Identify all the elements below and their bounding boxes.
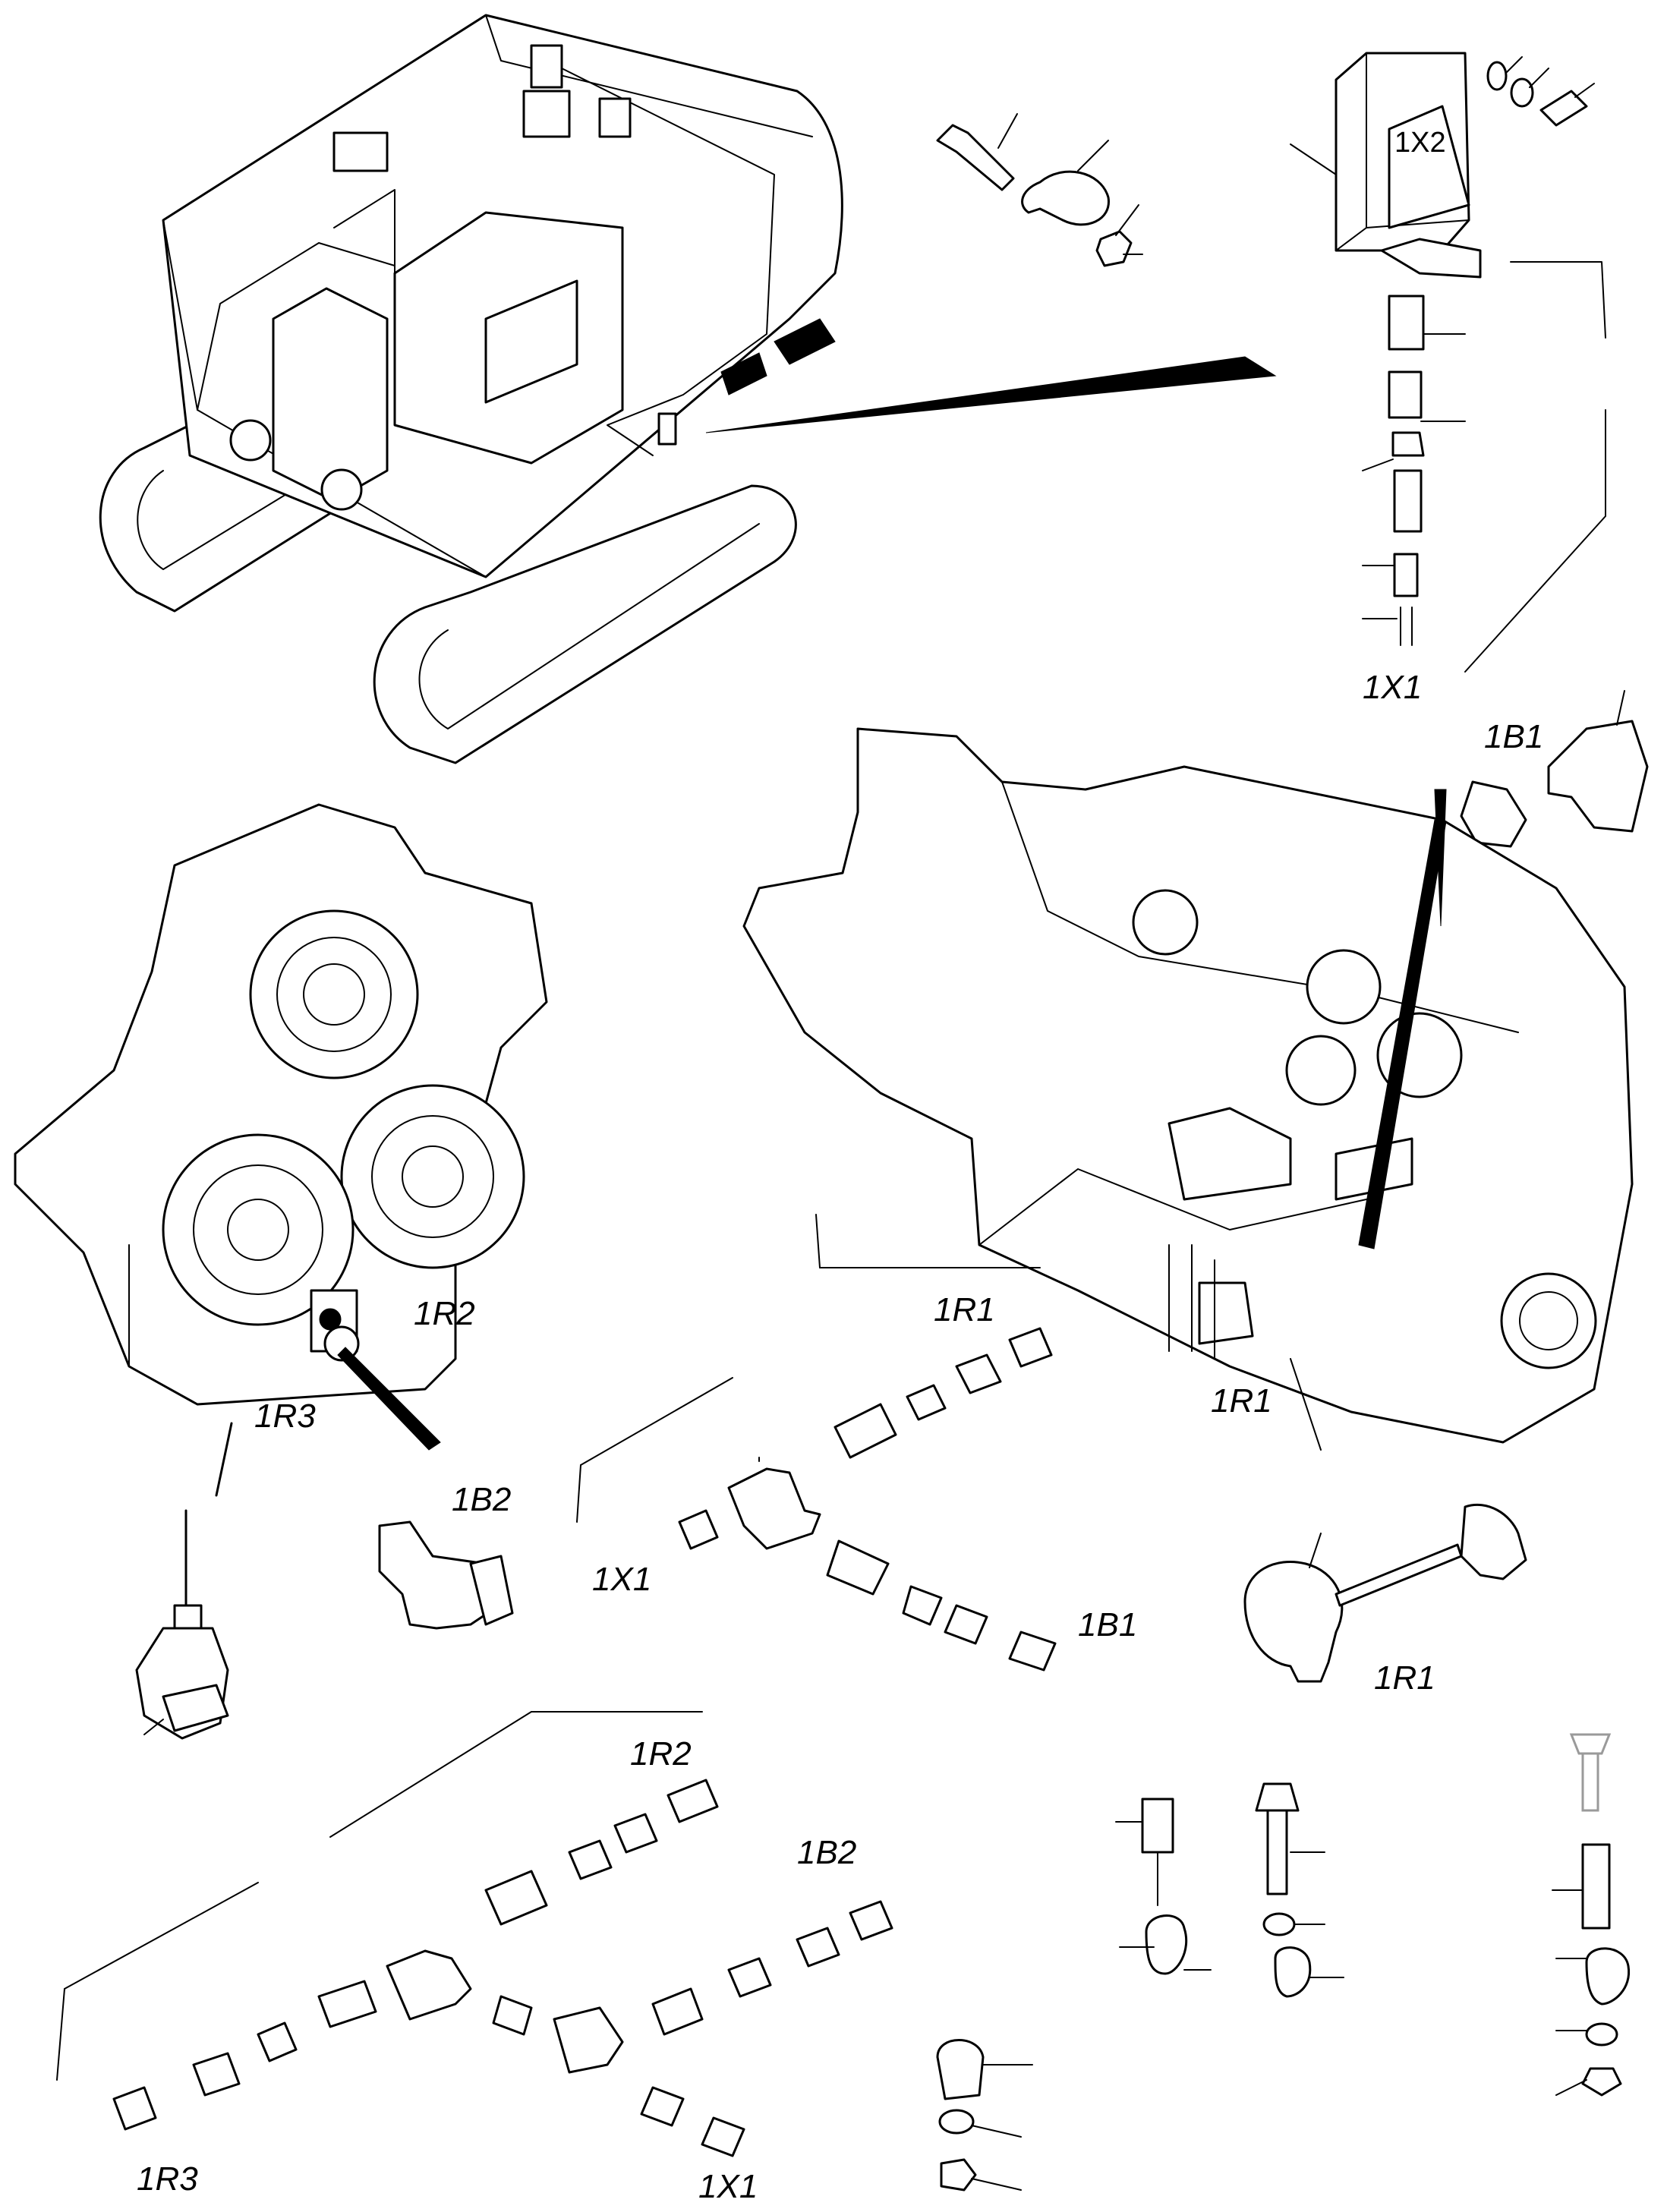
connector-box-1x2: 1X2 1X1 [1290, 52, 1606, 706]
harness-middle: 1R1 1X1 1B1 [576, 1214, 1137, 1672]
connector-box-label: 1X2 [1394, 127, 1446, 159]
sensor-1b2: 1B2 [378, 1481, 514, 1630]
sensor-label-1r1-bottom: 1R1 [1374, 1659, 1435, 1697]
harness-label-1x1-lower: 1X1 [698, 2168, 758, 2205]
bolt-clamp-group-top [936, 113, 1143, 267]
harness-label-1b2: 1B2 [797, 1834, 856, 1871]
sensor-label-1b2: 1B2 [452, 1481, 511, 1518]
connector-label-1x1-top: 1X1 [1363, 669, 1422, 706]
harness-label-1r3: 1R3 [137, 2160, 198, 2198]
hardware-clamps-bottom [936, 1733, 1631, 2192]
engine-label-1r1: 1R1 [1211, 1382, 1272, 1420]
gearbox-label-1r3: 1R3 [254, 1397, 316, 1435]
engine-illustration: 1R1 [742, 727, 1634, 1451]
gearbox-label-1r2: 1R2 [414, 1295, 475, 1332]
gearbox-illustration: 1R2 1R3 [14, 803, 548, 1497]
harness-label-1x1: 1X1 [592, 1561, 651, 1598]
sensor-1r3 [135, 1509, 229, 1740]
harness-label-1r1: 1R1 [934, 1291, 995, 1328]
harness-lower: 1R2 1R3 1B2 1X1 [56, 1711, 893, 2205]
harness-label-1b1: 1B1 [1078, 1606, 1137, 1643]
sensor-label-1b1-top: 1B1 [1484, 718, 1543, 755]
sensor-1r1-bottom: 1R1 [1243, 1503, 1527, 1697]
sensor-1b1-top: 1B1 [1460, 690, 1649, 848]
harness-label-1r2: 1R2 [630, 1735, 692, 1772]
excavator-illustration [99, 14, 1277, 764]
